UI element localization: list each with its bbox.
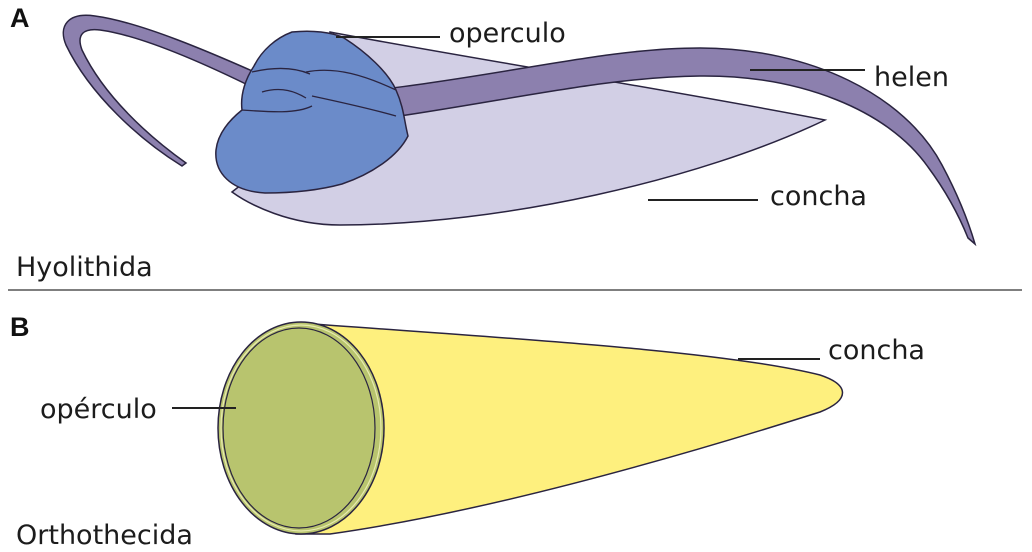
operculum-label-b: opérculo <box>40 394 157 425</box>
orthothecida-label: Orthothecida <box>16 520 193 551</box>
panel-a-letter: A <box>10 3 30 33</box>
operculum-label-a: operculo <box>449 18 566 49</box>
panel-b: B concha opérculo Orthothecida <box>10 312 925 551</box>
panel-b-letter: B <box>10 312 30 342</box>
hyolithida-label: Hyolithida <box>16 252 153 283</box>
orthothecid-operculum <box>223 328 375 528</box>
shell-label-b: concha <box>828 335 925 366</box>
shell-label-a: concha <box>770 181 867 212</box>
helen-label: helen <box>874 62 949 93</box>
panel-a: A operculo helen concha Hyolithida <box>10 3 975 283</box>
